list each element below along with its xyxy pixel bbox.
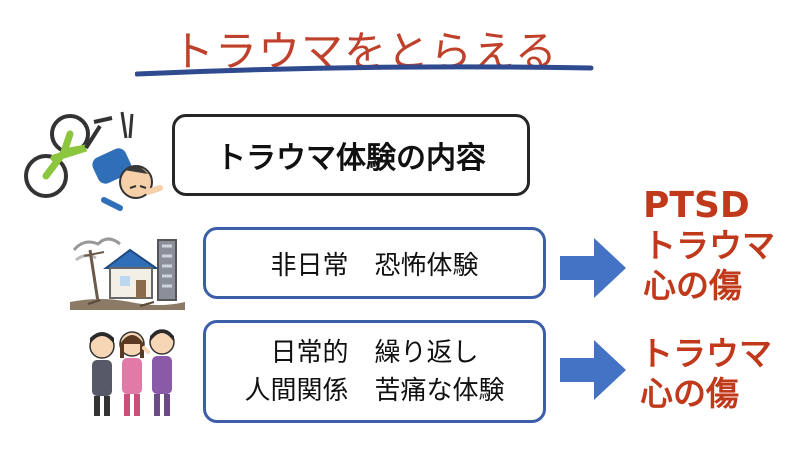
- header-box-label: トラウマ体験の内容: [216, 141, 486, 176]
- damaged-house-disaster-icon: [70, 237, 185, 310]
- extraordinary-fear-box: 非日常 恐怖体験: [203, 227, 546, 299]
- result-ptsd-group: PTSD トラウマ 心の傷: [643, 186, 775, 306]
- bicycle-accident-icon: [24, 111, 163, 211]
- result-heart-wound-2: 心の傷: [640, 374, 739, 413]
- result-trauma-1: トラウマ: [643, 226, 775, 265]
- result-trauma-2: トラウマ: [640, 334, 772, 373]
- everyday-repeated-box: 日常的 繰り返し 人間関係 苦痛な体験: [203, 320, 546, 423]
- result-ptsd: PTSD: [643, 185, 750, 226]
- everyday-repeated-line-2: 人間関係 苦痛な体験: [244, 375, 505, 406]
- arrow-right-icon: [560, 238, 626, 298]
- whispering-people-icon: [89, 329, 175, 416]
- extraordinary-fear-text: 非日常 恐怖体験: [270, 250, 479, 281]
- result-heart-wound-1: 心の傷: [643, 266, 742, 305]
- everyday-repeated-line-1: 日常的 繰り返し: [270, 337, 479, 368]
- result-trauma-group: トラウマ 心の傷: [640, 334, 772, 414]
- title-underline-stroke: [135, 64, 594, 77]
- title-underline: [135, 64, 594, 77]
- arrow-right-icon: [560, 340, 626, 400]
- trauma-experience-header-box: トラウマ体験の内容: [172, 114, 530, 196]
